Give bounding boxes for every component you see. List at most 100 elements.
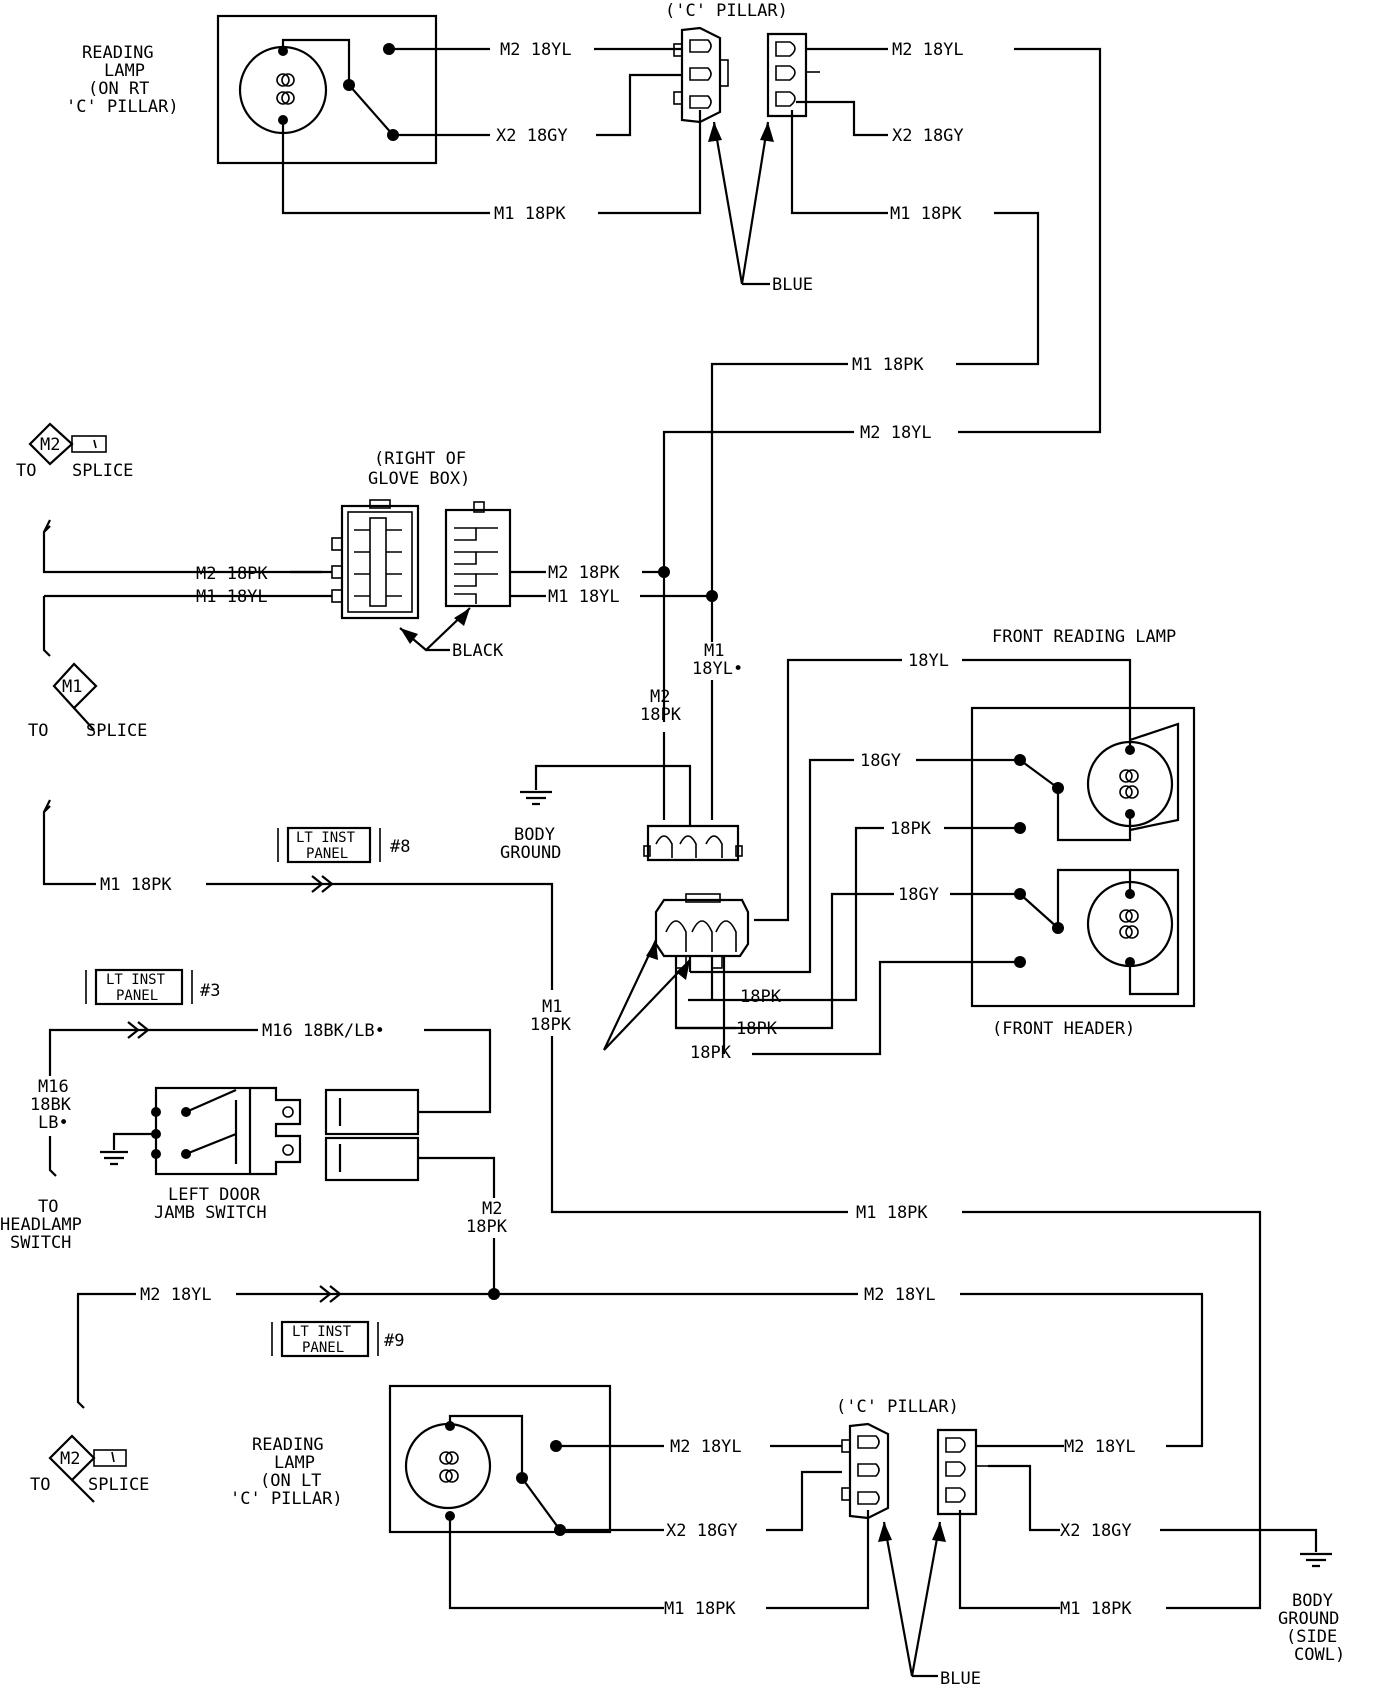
inst-panel-9-l2: PANEL xyxy=(302,1340,344,1356)
wire-label-m1-18pk-bottom: M1 18PK xyxy=(856,1203,928,1223)
headlamp-label-2: HEADLAMP xyxy=(0,1215,82,1235)
wire-label-18pk-vertical: 18PK xyxy=(640,705,682,725)
front-header-box xyxy=(970,706,1196,1008)
wire-label-m2-18yl-right: M2 18YL xyxy=(892,40,964,60)
wire-label-18pk-front-upper: 18PK xyxy=(890,819,932,839)
splice-m1-code: M1 xyxy=(62,677,82,697)
wire-label-m2-18yl: M2 18YL xyxy=(500,40,572,60)
lt-inst-panel-3 xyxy=(85,968,193,1006)
lower-wire-x2-18gy-right: X2 18GY xyxy=(1060,1521,1132,1541)
lt-inst-panel-8 xyxy=(277,826,381,864)
wire-label-m2-18yl-bus-left: M2 18YL xyxy=(140,1285,212,1305)
rt-lamp-label-1: READING xyxy=(82,43,154,63)
inst-panel-9-l1: LT INST xyxy=(292,1324,352,1340)
wire-label-m1-lower: M1 xyxy=(542,997,562,1017)
c-pillar-connector-bottom-right xyxy=(936,1428,988,1516)
rt-lamp-label-3: (ON RT xyxy=(88,79,149,99)
body-ground-side-1: BODY xyxy=(1292,1591,1333,1611)
wire-label-m1-vertical: M1 xyxy=(704,641,724,661)
body-ground-side-2: GROUND xyxy=(1278,1609,1339,1629)
left-door-jamb-switch xyxy=(100,1086,302,1176)
splice-m2-lower-code: M2 xyxy=(60,1449,80,1469)
wire-label-18yl-vertical: 18YL• xyxy=(692,659,743,679)
wire-label-x2-18gy-right: X2 18GY xyxy=(892,126,964,146)
door-switch-label-1: LEFT DOOR xyxy=(168,1185,261,1205)
lt-inst-panel-9 xyxy=(271,1320,379,1358)
rt-lamp-label-2: LAMP xyxy=(104,61,145,81)
wire-label-m2-18yl-bus-right: M2 18YL xyxy=(864,1285,936,1305)
headlamp-label-1: TO xyxy=(38,1197,58,1217)
wire-label-m1-18yl-right: M1 18YL xyxy=(548,587,620,607)
door-switch-label-2: JAMB SWITCH xyxy=(154,1203,267,1223)
splice-m2-upper-splice: SPLICE xyxy=(72,461,133,481)
lower-wire-x2-18gy: X2 18GY xyxy=(666,1521,738,1541)
lower-wire-m2-18yl: M2 18YL xyxy=(670,1437,742,1457)
body-ground-side-3: (SIDE xyxy=(1286,1627,1337,1647)
inst-panel-3-l1: LT INST xyxy=(106,972,166,988)
front-header-label: (FRONT HEADER) xyxy=(992,1019,1135,1039)
splice-m1 xyxy=(52,662,98,710)
splice-m2-upper-to: TO xyxy=(16,461,36,481)
wire-label-m1-18pk-mid: M1 18PK xyxy=(852,355,924,375)
c-pillar-connector-top-right xyxy=(766,32,820,118)
splice-m2-lower-splice: SPLICE xyxy=(88,1475,149,1495)
c-pillar-title: ('C' PILLAR) xyxy=(665,1,788,21)
wire-label-18pk-lower: 18PK xyxy=(530,1015,572,1035)
wire-label-m2-switch: M2 xyxy=(482,1199,502,1219)
body-ground-label-2: GROUND xyxy=(500,843,561,863)
wire-label-m1-18pk: M1 18PK xyxy=(494,204,566,224)
front-lamp-connector xyxy=(654,893,750,969)
wire-label-18pk-switch: 18PK xyxy=(466,1217,508,1237)
lower-wire-m2-18yl-right: M2 18YL xyxy=(1064,1437,1136,1457)
wire-label-m1-18pk-inst: M1 18PK xyxy=(100,875,172,895)
splice-m2-upper xyxy=(28,422,107,466)
headlamp-label-3: SWITCH xyxy=(10,1233,71,1253)
wire-label-m2-18yl-mid: M2 18YL xyxy=(860,423,932,443)
wire-label-lb: LB• xyxy=(38,1113,69,1133)
splice-m1-splice: SPLICE xyxy=(86,721,147,741)
wire-label-18pk-c1: 18PK xyxy=(740,987,782,1007)
color-blue-bottom: BLUE xyxy=(940,1669,981,1689)
lt-reading-lamp xyxy=(388,1384,664,1610)
splice-m2-lower-to: TO xyxy=(30,1475,50,1495)
wire-label-18yl-front: 18YL xyxy=(908,651,949,671)
rt-reading-lamp xyxy=(216,14,490,215)
splice-m2-lower xyxy=(48,1434,127,1503)
wire-label-m1-18pk-right: M1 18PK xyxy=(890,204,962,224)
lt-lamp-label-4: 'C' PILLAR) xyxy=(230,1489,343,1509)
wire-label-m2-vertical: M2 xyxy=(650,687,670,707)
inst-panel-3-l2: PANEL xyxy=(116,988,158,1004)
body-ground-label-1: BODY xyxy=(514,825,555,845)
wire-label-18pk-c2: 18PK xyxy=(736,1019,778,1039)
blue-arrow-bottom xyxy=(882,1521,942,1677)
door-switch-plugs xyxy=(324,1088,420,1182)
wire-label-x2-18gy: X2 18GY xyxy=(496,126,568,146)
splice-m1-to: TO xyxy=(28,721,48,741)
lt-lamp-label-1: READING xyxy=(252,1435,324,1455)
inst-panel-8-l2: PANEL xyxy=(306,846,348,862)
blue-arrow-top xyxy=(712,121,770,285)
splice-m2-upper-code: M2 xyxy=(40,435,60,455)
c-pillar-connector-top-left xyxy=(673,26,729,124)
wire-label-18gy-front-lower: 18GY xyxy=(898,885,939,905)
glove-label-2: GLOVE BOX) xyxy=(368,469,470,489)
rt-lamp-label-4: 'C' PILLAR) xyxy=(66,97,179,117)
front-lamp-label: FRONT READING LAMP xyxy=(992,627,1176,647)
color-black: BLACK xyxy=(452,641,504,661)
wire-label-m16-full: M16 18BK/LB• xyxy=(262,1021,385,1041)
ground-connector-3pin xyxy=(643,824,743,862)
inst-panel-3-num: #3 xyxy=(200,981,220,1001)
wire-label-m16: M16 xyxy=(38,1077,69,1097)
wire-label-m2-18pk-left: M2 18PK xyxy=(196,564,268,584)
body-ground-side-4: COWL) xyxy=(1294,1645,1345,1665)
color-blue-top: BLUE xyxy=(772,275,813,295)
lt-lamp-label-2: LAMP xyxy=(274,1453,315,1473)
c-pillar-lower-title: ('C' PILLAR) xyxy=(836,1397,959,1417)
body-ground-symbol xyxy=(520,764,692,826)
wire-label-18bk: 18BK xyxy=(30,1095,72,1115)
lt-lamp-label-3: (ON LT xyxy=(260,1471,321,1491)
wire-label-18pk-c3: 18PK xyxy=(690,1043,732,1063)
glove-label-1: (RIGHT OF xyxy=(374,449,466,469)
inst-panel-8-num: #8 xyxy=(390,837,410,857)
